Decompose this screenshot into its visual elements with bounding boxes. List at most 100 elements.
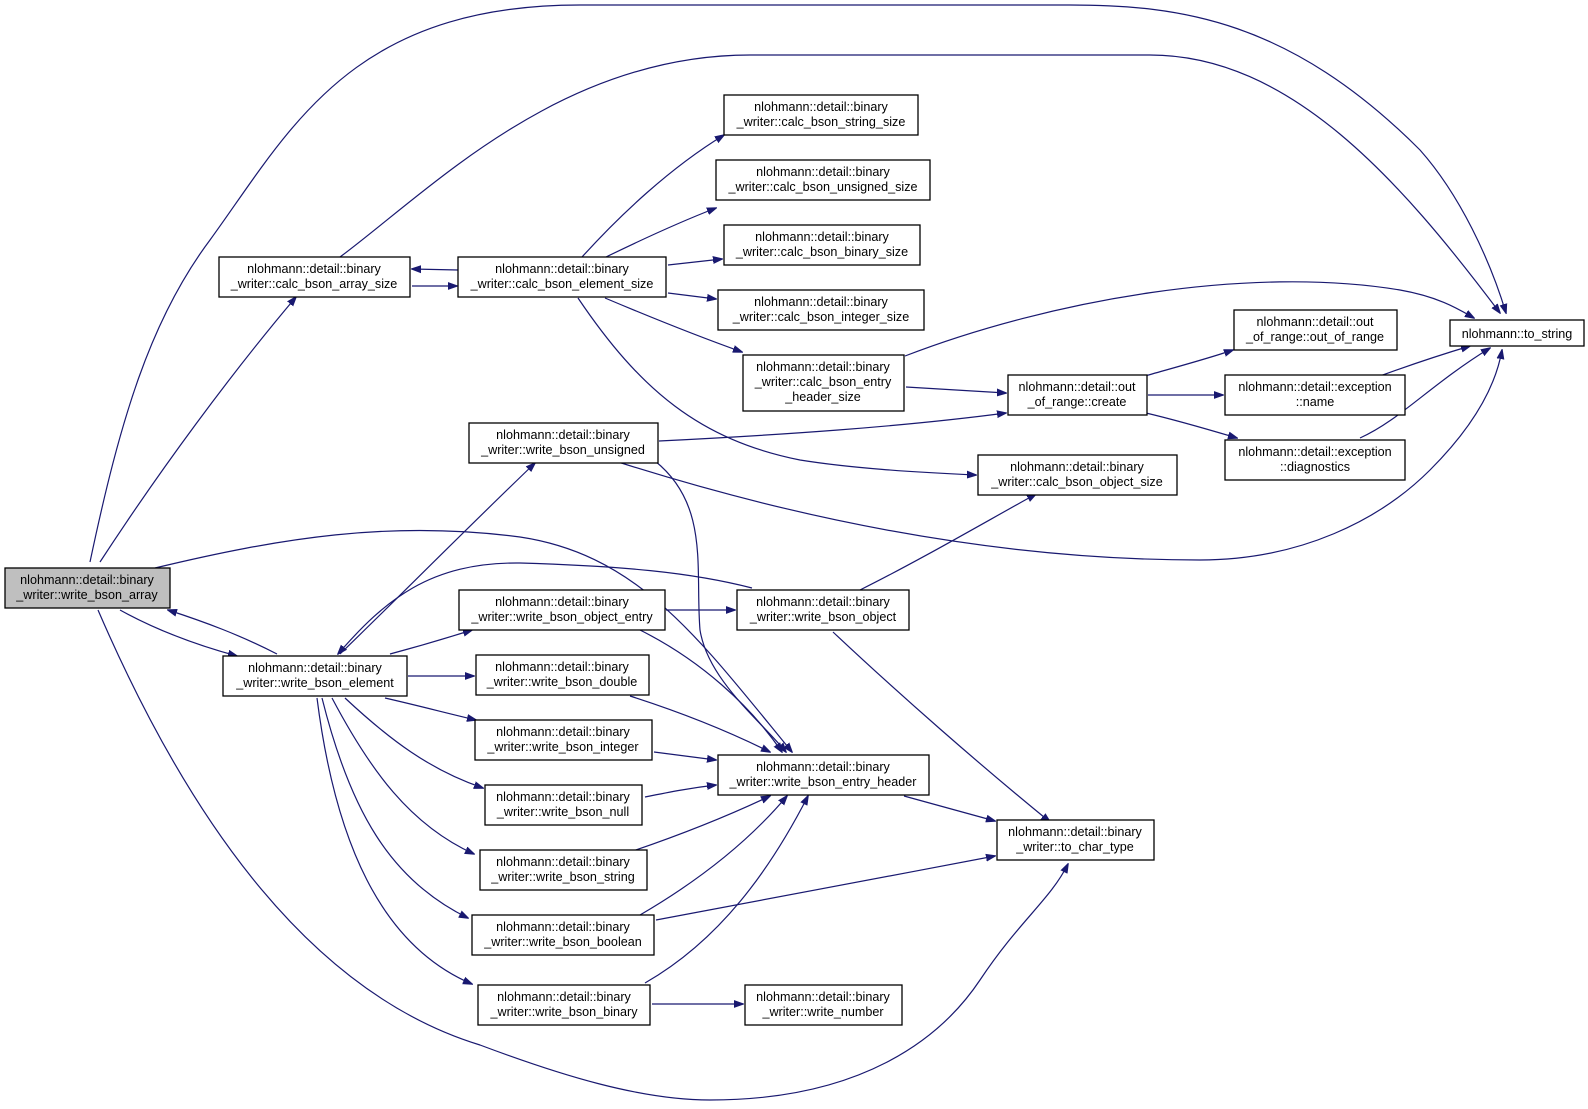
edge-out-of-range-create-to-out-of-range-ctor <box>1144 350 1233 377</box>
node-label-line2: _writer::calc_bson_entry <box>754 375 892 389</box>
edge-write-bson-element-to-write-bson-array <box>168 610 278 655</box>
node-label-line3: _header_size <box>784 390 861 404</box>
node-label-line1: nlohmann::to_string <box>1462 327 1573 341</box>
edge-calc-bson-entry-header-size-to-to-string <box>904 281 1474 357</box>
edge-write-bson-array-to-write-bson-entry-header <box>154 529 792 752</box>
edge-calc-bson-element-size-to-calc-bson-string-size <box>581 135 724 258</box>
node-write-bson-element[interactable]: nlohmann::detail::binary _writer::write_… <box>222 655 408 697</box>
node-label-line1: nlohmann::detail::binary <box>496 920 630 934</box>
node-label-line1: nlohmann::detail::binary <box>247 262 381 276</box>
node-label-line1: nlohmann::detail::binary <box>496 428 630 442</box>
node-label-line1: nlohmann::detail::binary <box>496 725 630 739</box>
node-write-bson-array[interactable]: nlohmann::detail::binary _writer::write_… <box>4 567 171 609</box>
node-label-line1: nlohmann::detail::exception <box>1238 445 1391 459</box>
node-label-line2: _writer::calc_bson_element_size <box>470 277 654 291</box>
node-write-bson-entry-header[interactable]: nlohmann::detail::binary _writer::write_… <box>717 754 930 796</box>
node-label-line2: _writer::write_bson_string <box>490 870 635 884</box>
edge-write-bson-unsigned-to-out-of-range-create <box>658 413 1006 442</box>
node-calc-bson-binary-size[interactable]: nlohmann::detail::binary _writer::calc_b… <box>723 224 921 266</box>
edge-write-bson-entry-header-to-to-char-type <box>903 795 995 821</box>
edge-calc-bson-entry-header-size-to-out-of-range-create <box>905 386 1006 393</box>
node-label-line2: _writer::write_bson_null <box>496 805 629 819</box>
node-label-line1: nlohmann::detail::binary <box>756 990 890 1004</box>
node-calc-bson-string-size[interactable]: nlohmann::detail::binary _writer::calc_b… <box>723 94 919 136</box>
node-label-line1: nlohmann::detail::binary <box>495 262 629 276</box>
node-label-line1: nlohmann::detail::binary <box>248 661 382 675</box>
node-write-number[interactable]: nlohmann::detail::binary _writer::write_… <box>744 984 903 1026</box>
node-label-line2: _writer::write_bson_boolean <box>483 935 642 949</box>
node-label-line2: _writer::calc_bson_unsigned_size <box>727 180 917 194</box>
edge-calc-bson-element-size-to-calc-bson-entry-header-size <box>604 297 742 352</box>
edge-write-bson-element-to-write-bson-object-entry <box>389 630 472 655</box>
edge-write-bson-object-to-to-char-type <box>832 631 1050 822</box>
node-exception-name[interactable]: nlohmann::detail::exception ::name <box>1224 374 1406 416</box>
node-label-line2: ::diagnostics <box>1280 460 1350 474</box>
edge-calc-bson-element-size-to-calc-bson-object-size <box>577 297 976 475</box>
node-to-char-type[interactable]: nlohmann::detail::binary _writer::to_cha… <box>996 819 1155 861</box>
node-label-line2: _writer::to_char_type <box>1015 840 1134 854</box>
edge-write-bson-element-to-write-bson-null <box>344 697 483 788</box>
node-write-bson-string[interactable]: nlohmann::detail::binary _writer::write_… <box>479 849 648 891</box>
edge-exception-diagnostics-to-to-string <box>1359 348 1490 439</box>
node-write-bson-binary[interactable]: nlohmann::detail::binary _writer::write_… <box>477 984 651 1026</box>
node-calc-bson-unsigned-size[interactable]: nlohmann::detail::binary _writer::calc_b… <box>715 159 931 201</box>
node-label-line2: _writer::write_bson_entry_header <box>729 775 917 789</box>
node-label-line1: nlohmann::detail::binary <box>496 855 630 869</box>
node-write-bson-null[interactable]: nlohmann::detail::binary _writer::write_… <box>484 784 643 826</box>
node-label-line1: nlohmann::detail::binary <box>756 595 890 609</box>
node-label-line1: nlohmann::detail::binary <box>495 595 629 609</box>
edge-calc-bson-array-size-to-to-string <box>339 54 1500 313</box>
node-label-line2: _writer::write_bson_double <box>486 675 638 689</box>
edge-write-bson-boolean-to-to-char-type <box>655 856 995 921</box>
node-label-line1: nlohmann::detail::binary <box>495 660 629 674</box>
node-label-line1: nlohmann::detail::binary <box>756 165 890 179</box>
node-label-line2: _writer::write_number <box>761 1005 883 1019</box>
edge-calc-bson-element-size-to-calc-bson-integer-size <box>667 292 716 299</box>
node-calc-bson-integer-size[interactable]: nlohmann::detail::binary _writer::calc_b… <box>717 289 925 331</box>
node-label-line2: _writer::calc_bson_binary_size <box>735 245 908 259</box>
node-label-line2: _writer::calc_bson_array_size <box>230 277 398 291</box>
nodes: nlohmann::detail::binary _writer::write_… <box>4 94 1585 1026</box>
node-label-line2: _of_range::out_of_range <box>1245 330 1384 344</box>
node-label-line2: _writer::write_bson_element <box>235 676 394 690</box>
edge-write-bson-object-entry-to-write-bson-entry-header <box>639 629 782 752</box>
node-write-bson-unsigned[interactable]: nlohmann::detail::binary _writer::write_… <box>468 422 659 464</box>
node-label-line2: _of_range::create <box>1027 395 1127 409</box>
node-label-line1: nlohmann::detail::out <box>1257 315 1374 329</box>
edge-write-bson-binary-to-write-bson-entry-header <box>644 796 808 984</box>
edge-write-bson-element-to-write-bson-boolean <box>321 697 468 918</box>
node-write-bson-boolean[interactable]: nlohmann::detail::binary _writer::write_… <box>471 914 655 956</box>
node-label-line1: nlohmann::detail::binary <box>1010 460 1144 474</box>
node-out-of-range-create[interactable]: nlohmann::detail::out _of_range::create <box>1007 374 1148 416</box>
node-label-line2: _writer::calc_bson_string_size <box>736 115 906 129</box>
node-label-line2: _writer::calc_bson_object_size <box>990 475 1163 489</box>
node-label-line1: nlohmann::detail::binary <box>20 573 154 587</box>
edges <box>89 4 1506 1101</box>
node-write-bson-object-entry[interactable]: nlohmann::detail::binary _writer::write_… <box>458 589 666 631</box>
node-calc-bson-entry-header-size[interactable]: nlohmann::detail::binary _writer::calc_b… <box>742 354 905 412</box>
node-write-bson-object[interactable]: nlohmann::detail::binary _writer::write_… <box>736 589 910 631</box>
node-label-line1: nlohmann::detail::binary <box>755 230 889 244</box>
node-calc-bson-array-size[interactable]: nlohmann::detail::binary _writer::calc_b… <box>218 256 411 298</box>
node-label-line1: nlohmann::detail::binary <box>497 990 631 1004</box>
edge-calc-bson-element-size-to-calc-bson-binary-size <box>667 259 722 266</box>
node-to-string[interactable]: nlohmann::to_string <box>1449 319 1585 347</box>
edge-write-bson-unsigned-to-to-string <box>614 350 1502 561</box>
node-exception-diagnostics[interactable]: nlohmann::detail::exception ::diagnostic… <box>1224 439 1406 481</box>
node-label-line1: nlohmann::detail::binary <box>756 760 890 774</box>
edge-write-bson-array-to-to-string <box>89 4 1506 563</box>
edge-write-bson-element-to-write-bson-integer <box>384 697 476 720</box>
edge-write-bson-element-to-write-bson-binary <box>316 697 472 984</box>
node-calc-bson-element-size[interactable]: nlohmann::detail::binary _writer::calc_b… <box>457 256 667 298</box>
edge-write-bson-element-to-write-bson-unsigned <box>339 463 535 655</box>
edge-write-bson-array-to-write-bson-element <box>119 609 237 656</box>
node-write-bson-integer[interactable]: nlohmann::detail::binary _writer::write_… <box>474 719 653 761</box>
node-label-line1: nlohmann::detail::binary <box>756 360 890 374</box>
node-calc-bson-object-size[interactable]: nlohmann::detail::binary _writer::calc_b… <box>977 454 1178 496</box>
node-out-of-range-ctor[interactable]: nlohmann::detail::out _of_range::out_of_… <box>1233 309 1398 351</box>
edge-calc-bson-element-size-to-calc-bson-array-size <box>412 269 459 270</box>
node-label-line1: nlohmann::detail::out <box>1019 380 1136 394</box>
edge-out-of-range-create-to-exception-diagnostics <box>1145 412 1237 438</box>
node-write-bson-double[interactable]: nlohmann::detail::binary _writer::write_… <box>475 654 650 696</box>
